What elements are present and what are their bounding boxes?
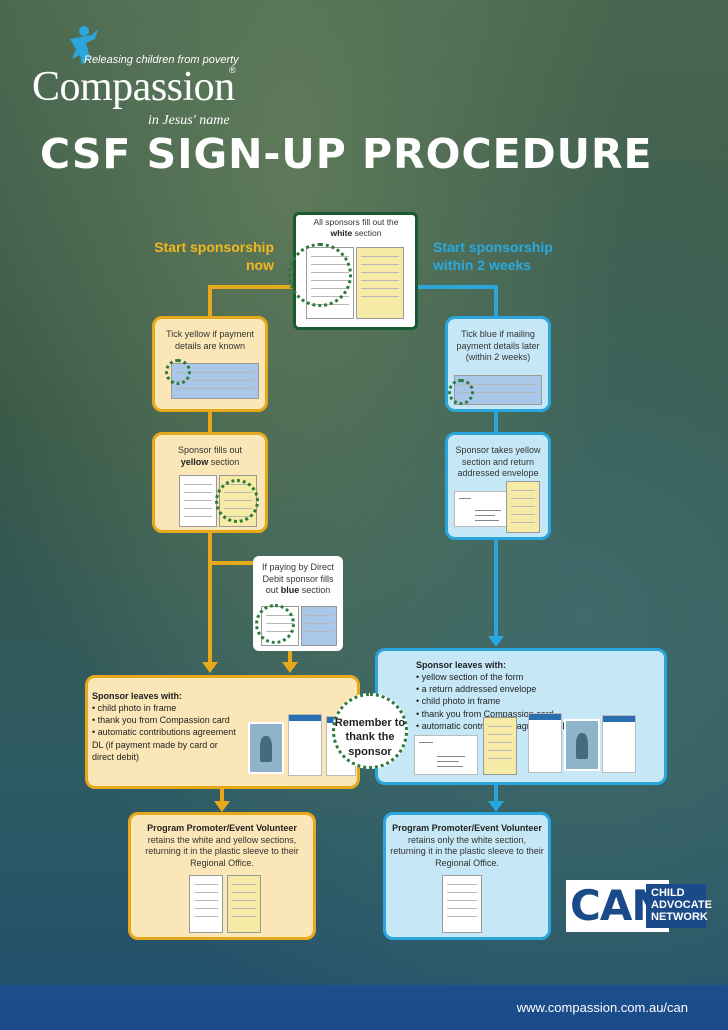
blue-connector-top — [413, 285, 498, 316]
sponsor-takes-yellow-box: Sponsor takes yellow section and return … — [445, 432, 551, 540]
fills-yellow-line1: Sponsor fills out — [177, 445, 243, 455]
highlight-circle — [165, 359, 191, 385]
yellow-arrow-2 — [282, 662, 298, 673]
left-leaves-list: Sponsor leaves with: • child photo in fr… — [92, 691, 236, 762]
start-later-heading: Start sponsorship within 2 weeks — [433, 238, 573, 274]
left-leaves-box: Sponsor leaves with: • child photo in fr… — [85, 675, 360, 789]
left-volunteer-body: retains the white and yellow sections, r… — [145, 834, 299, 869]
envelope-thumb — [414, 735, 478, 775]
direct-debit-line2: section — [299, 585, 331, 596]
white-note-line1: All sponsors fill out the — [313, 217, 399, 227]
list-item: yellow section of the form — [421, 672, 524, 683]
form-white-thumb — [442, 875, 482, 933]
tick-blue-text: Tick blue if mailing payment details lat… — [456, 329, 540, 363]
left-volunteer-title: Program Promoter/Event Volunteer — [147, 823, 297, 833]
footer-band — [0, 985, 728, 1030]
child-photo-thumb — [248, 722, 284, 774]
direct-debit-box: If paying by Direct Debit sponsor fills … — [253, 556, 343, 651]
list-item: automatic contributions agreement DL (if… — [92, 727, 236, 762]
start-later-line2: within 2 weeks — [433, 257, 532, 274]
yellow-connector-top — [208, 285, 298, 316]
logo-tagline: Releasing children from poverty — [84, 54, 239, 66]
form-yellow-thumb — [356, 247, 404, 319]
child-photo-thumb — [564, 719, 600, 771]
white-note-bold: white — [330, 228, 353, 239]
sponsor-fills-yellow-box: Sponsor fills out yellow section — [152, 432, 268, 533]
direct-debit-text: If paying by Direct Debit sponsor fills … — [255, 562, 341, 597]
blue-arrow-2 — [488, 801, 504, 812]
thank-you-card-thumb — [288, 714, 322, 776]
direct-debit-line1: If paying by Direct Debit sponsor fills … — [261, 562, 335, 596]
highlight-circle — [448, 379, 474, 405]
logo-subtitle: in Jesus' name — [148, 113, 230, 128]
right-volunteer-box: Program Promoter/Event Volunteer retains… — [383, 812, 551, 940]
left-volunteer-text: Program Promoter/Event Volunteer retains… — [135, 823, 309, 870]
agreement-dl-thumb — [602, 715, 636, 773]
fills-yellow-bold: yellow — [180, 456, 209, 467]
list-item: thank you from Compassion card — [97, 715, 230, 726]
right-leaves-title: Sponsor leaves with: — [416, 660, 507, 670]
start-now-line2: now — [246, 257, 274, 274]
white-section-box: All sponsors fill out the white section — [288, 212, 418, 330]
form-white-thumb — [189, 875, 223, 933]
highlight-circle — [288, 243, 352, 307]
compassion-logo: Releasing children from poverty Compassi… — [30, 25, 250, 128]
right-volunteer-text: Program Promoter/Event Volunteer retains… — [390, 823, 544, 870]
left-volunteer-box: Program Promoter/Event Volunteer retains… — [128, 812, 316, 940]
left-leaves-title: Sponsor leaves with: — [92, 691, 183, 701]
child-figure-icon — [70, 26, 98, 65]
list-item: thank you from Compassion card — [421, 708, 554, 719]
highlight-circle — [255, 604, 295, 644]
start-now-heading: Start sponsorship now — [140, 238, 274, 274]
yellow-arrow-1 — [202, 662, 218, 673]
sponsor-takes-yellow-text: Sponsor takes yellow section and return … — [455, 445, 541, 479]
form-yellow-thumb — [506, 481, 540, 533]
sponsor-fills-yellow-text: Sponsor fills out yellow section — [165, 445, 255, 468]
fills-yellow-line2: section — [208, 456, 240, 467]
tick-yellow-text: Tick yellow if payment details are known — [166, 329, 254, 351]
logo-name: Compassion — [32, 64, 235, 110]
direct-debit-bold: blue — [280, 585, 300, 596]
can-logo: CAN CHILD ADVOCATE NETWORK — [566, 880, 712, 932]
white-section-note: All sponsors fill out the white section — [302, 217, 410, 239]
blue-arrow-1 — [488, 636, 504, 647]
list-item: a return addressed envelope — [421, 684, 537, 695]
form-yellow-thumb — [227, 875, 261, 933]
start-now-line1: Start sponsorship — [154, 239, 274, 255]
tick-blue-box: Tick blue if mailing payment details lat… — [445, 316, 551, 412]
yellow-arrow-3 — [214, 801, 230, 812]
envelope-thumb — [454, 491, 512, 527]
right-volunteer-body: retains only the white section, returnin… — [390, 834, 544, 869]
white-note-line2: section — [352, 228, 382, 239]
form-white-thumb — [179, 475, 217, 527]
logo-registered-mark: ® — [229, 65, 236, 75]
form-blue-thumb — [301, 606, 337, 646]
start-later-line1: Start sponsorship — [433, 239, 553, 255]
thank-you-card-thumb — [528, 713, 562, 773]
page-title: CSF SIGN-UP PROCEDURE — [40, 130, 653, 178]
form-yellow-thumb — [483, 717, 517, 775]
list-item: child photo in frame — [97, 703, 177, 714]
remember-badge — [332, 693, 408, 769]
can-network-label: CHILD ADVOCATE NETWORK — [646, 884, 712, 928]
tick-yellow-box: Tick yellow if payment details are known — [152, 316, 268, 412]
footer-url[interactable]: www.compassion.com.au/can — [516, 1000, 688, 1015]
highlight-circle — [215, 479, 259, 523]
list-item: child photo in frame — [421, 696, 501, 707]
right-leaves-box: Sponsor leaves with: • yellow section of… — [375, 648, 667, 785]
right-volunteer-title: Program Promoter/Event Volunteer — [392, 823, 542, 833]
remember-text: Remember to thank the sponsor — [334, 717, 406, 758]
